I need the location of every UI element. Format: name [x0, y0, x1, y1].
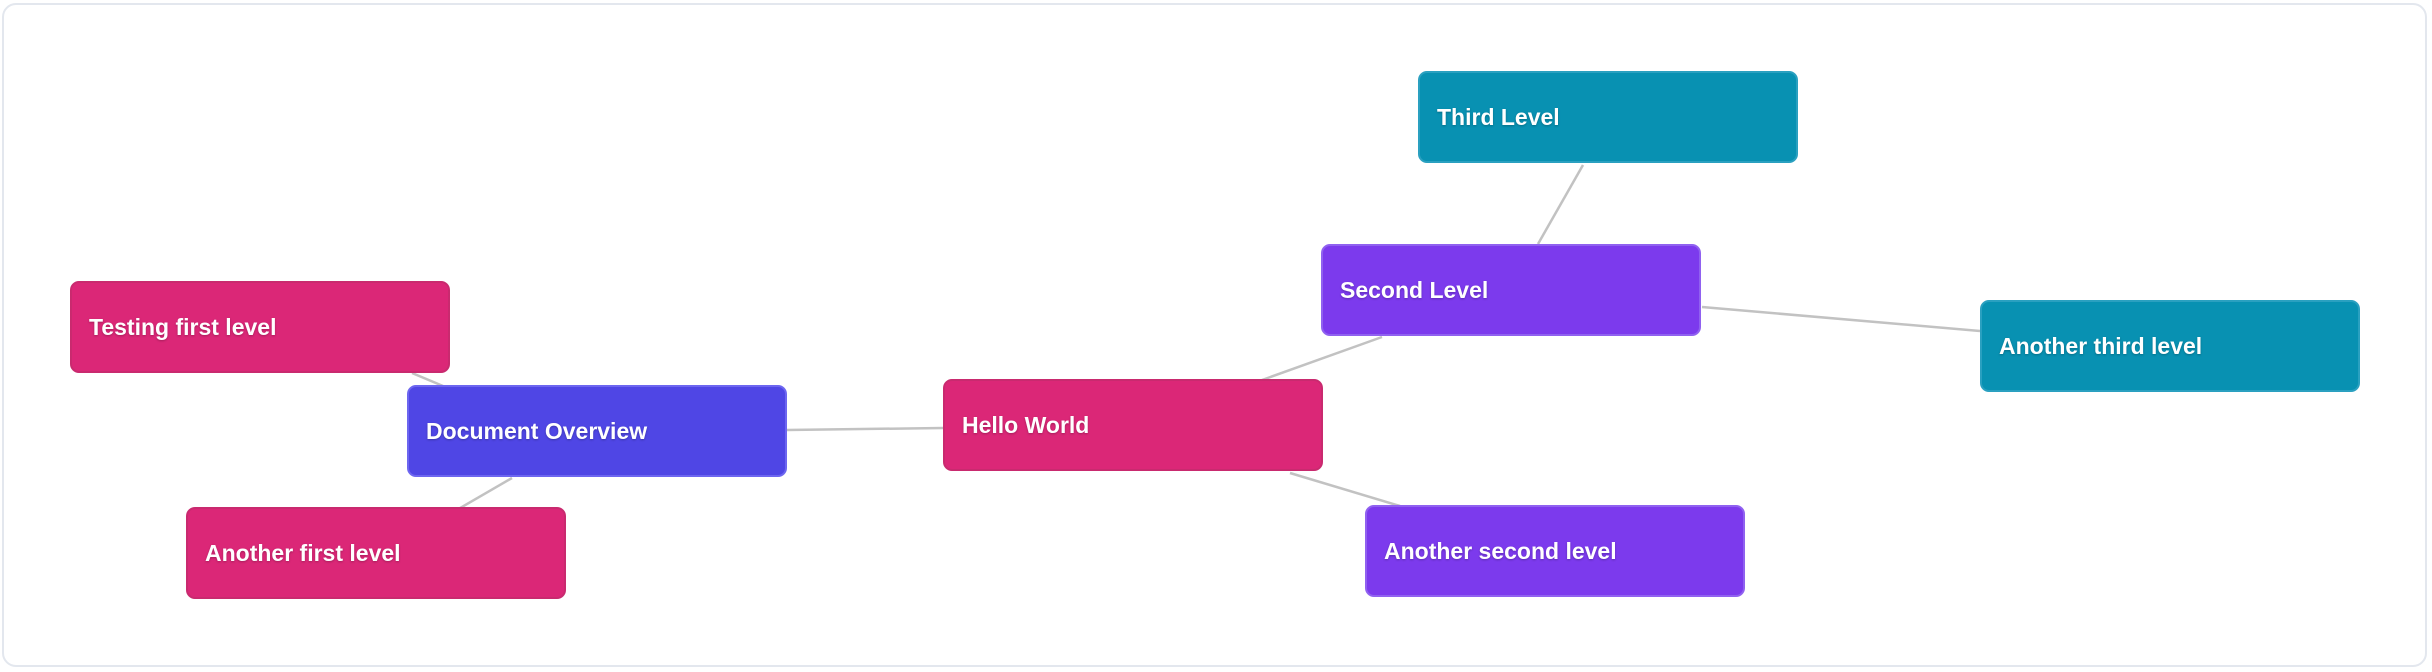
node-label: Another third level: [1999, 332, 2203, 359]
edge-hello-world-second-level: [1261, 335, 1383, 382]
edge-document-overview-another-first-level: [454, 476, 513, 513]
edge-second-level-third-level: [1536, 164, 1585, 245]
edge-document-overview-testing-first-level: [411, 371, 444, 388]
node-another-third-level[interactable]: Another third level: [1980, 300, 2360, 392]
node-third-level[interactable]: Third Level: [1418, 71, 1798, 163]
node-another-second-level[interactable]: Another second level: [1365, 505, 1745, 597]
node-hello-world[interactable]: Hello World: [943, 379, 1323, 471]
node-label: Document Overview: [426, 417, 648, 444]
node-label: Hello World: [962, 411, 1090, 438]
edge-second-level-another-third-level: [1701, 305, 1981, 333]
node-second-level[interactable]: Second Level: [1321, 244, 1701, 336]
node-label: Another first level: [205, 539, 401, 566]
node-label: Third Level: [1437, 103, 1560, 130]
node-label: Testing first level: [89, 313, 277, 340]
edge-hello-world-document-overview: [786, 426, 944, 432]
node-label: Another second level: [1384, 537, 1617, 564]
node-document-overview[interactable]: Document Overview: [407, 385, 787, 477]
node-testing-first-level[interactable]: Testing first level: [70, 281, 450, 373]
edge-hello-world-another-second-level: [1289, 471, 1401, 508]
node-label: Second Level: [1340, 276, 1489, 303]
node-another-first-level[interactable]: Another first level: [186, 507, 566, 599]
